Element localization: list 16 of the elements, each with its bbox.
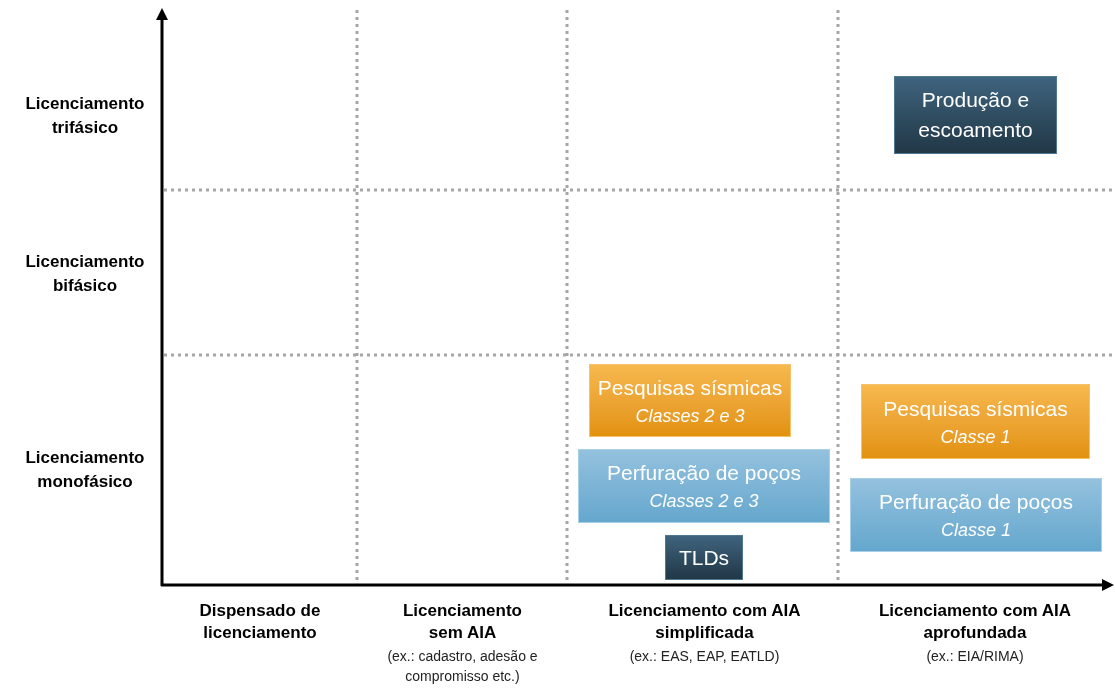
column-label: Dispensado de licenciamento [199, 601, 321, 642]
category-box: Pesquisas sísmicas Classe 1 [861, 384, 1090, 459]
category-box: Produção e escoamento [894, 76, 1057, 154]
example-note: (ex.: EAS, EAP, EATLD) [629, 648, 780, 664]
row-label: Licenciamento monofásico [24, 447, 146, 493]
row-label: Licenciamento trifásico [24, 93, 146, 139]
column-label: Licenciamento com AIA simplificada [608, 601, 801, 642]
category-box: Perfuração de poços Classes 2 e 3 [578, 449, 830, 523]
category-box: Pesquisas sísmicas Classes 2 e 3 [589, 364, 791, 437]
category-box: TLDs [665, 535, 743, 580]
column-label: Licenciamento com AIA aprofundada [878, 601, 1072, 642]
category-box: Perfuração de poços Classe 1 [850, 478, 1102, 552]
example-note: (ex.: cadastro, adesão e compromisso etc.) [387, 648, 538, 684]
column-label: Licenciamento sem AIA [402, 601, 522, 642]
row-label: Licenciamento bifásico [24, 251, 146, 297]
example-note: (ex.: EIA/RIMA) [926, 648, 1024, 664]
